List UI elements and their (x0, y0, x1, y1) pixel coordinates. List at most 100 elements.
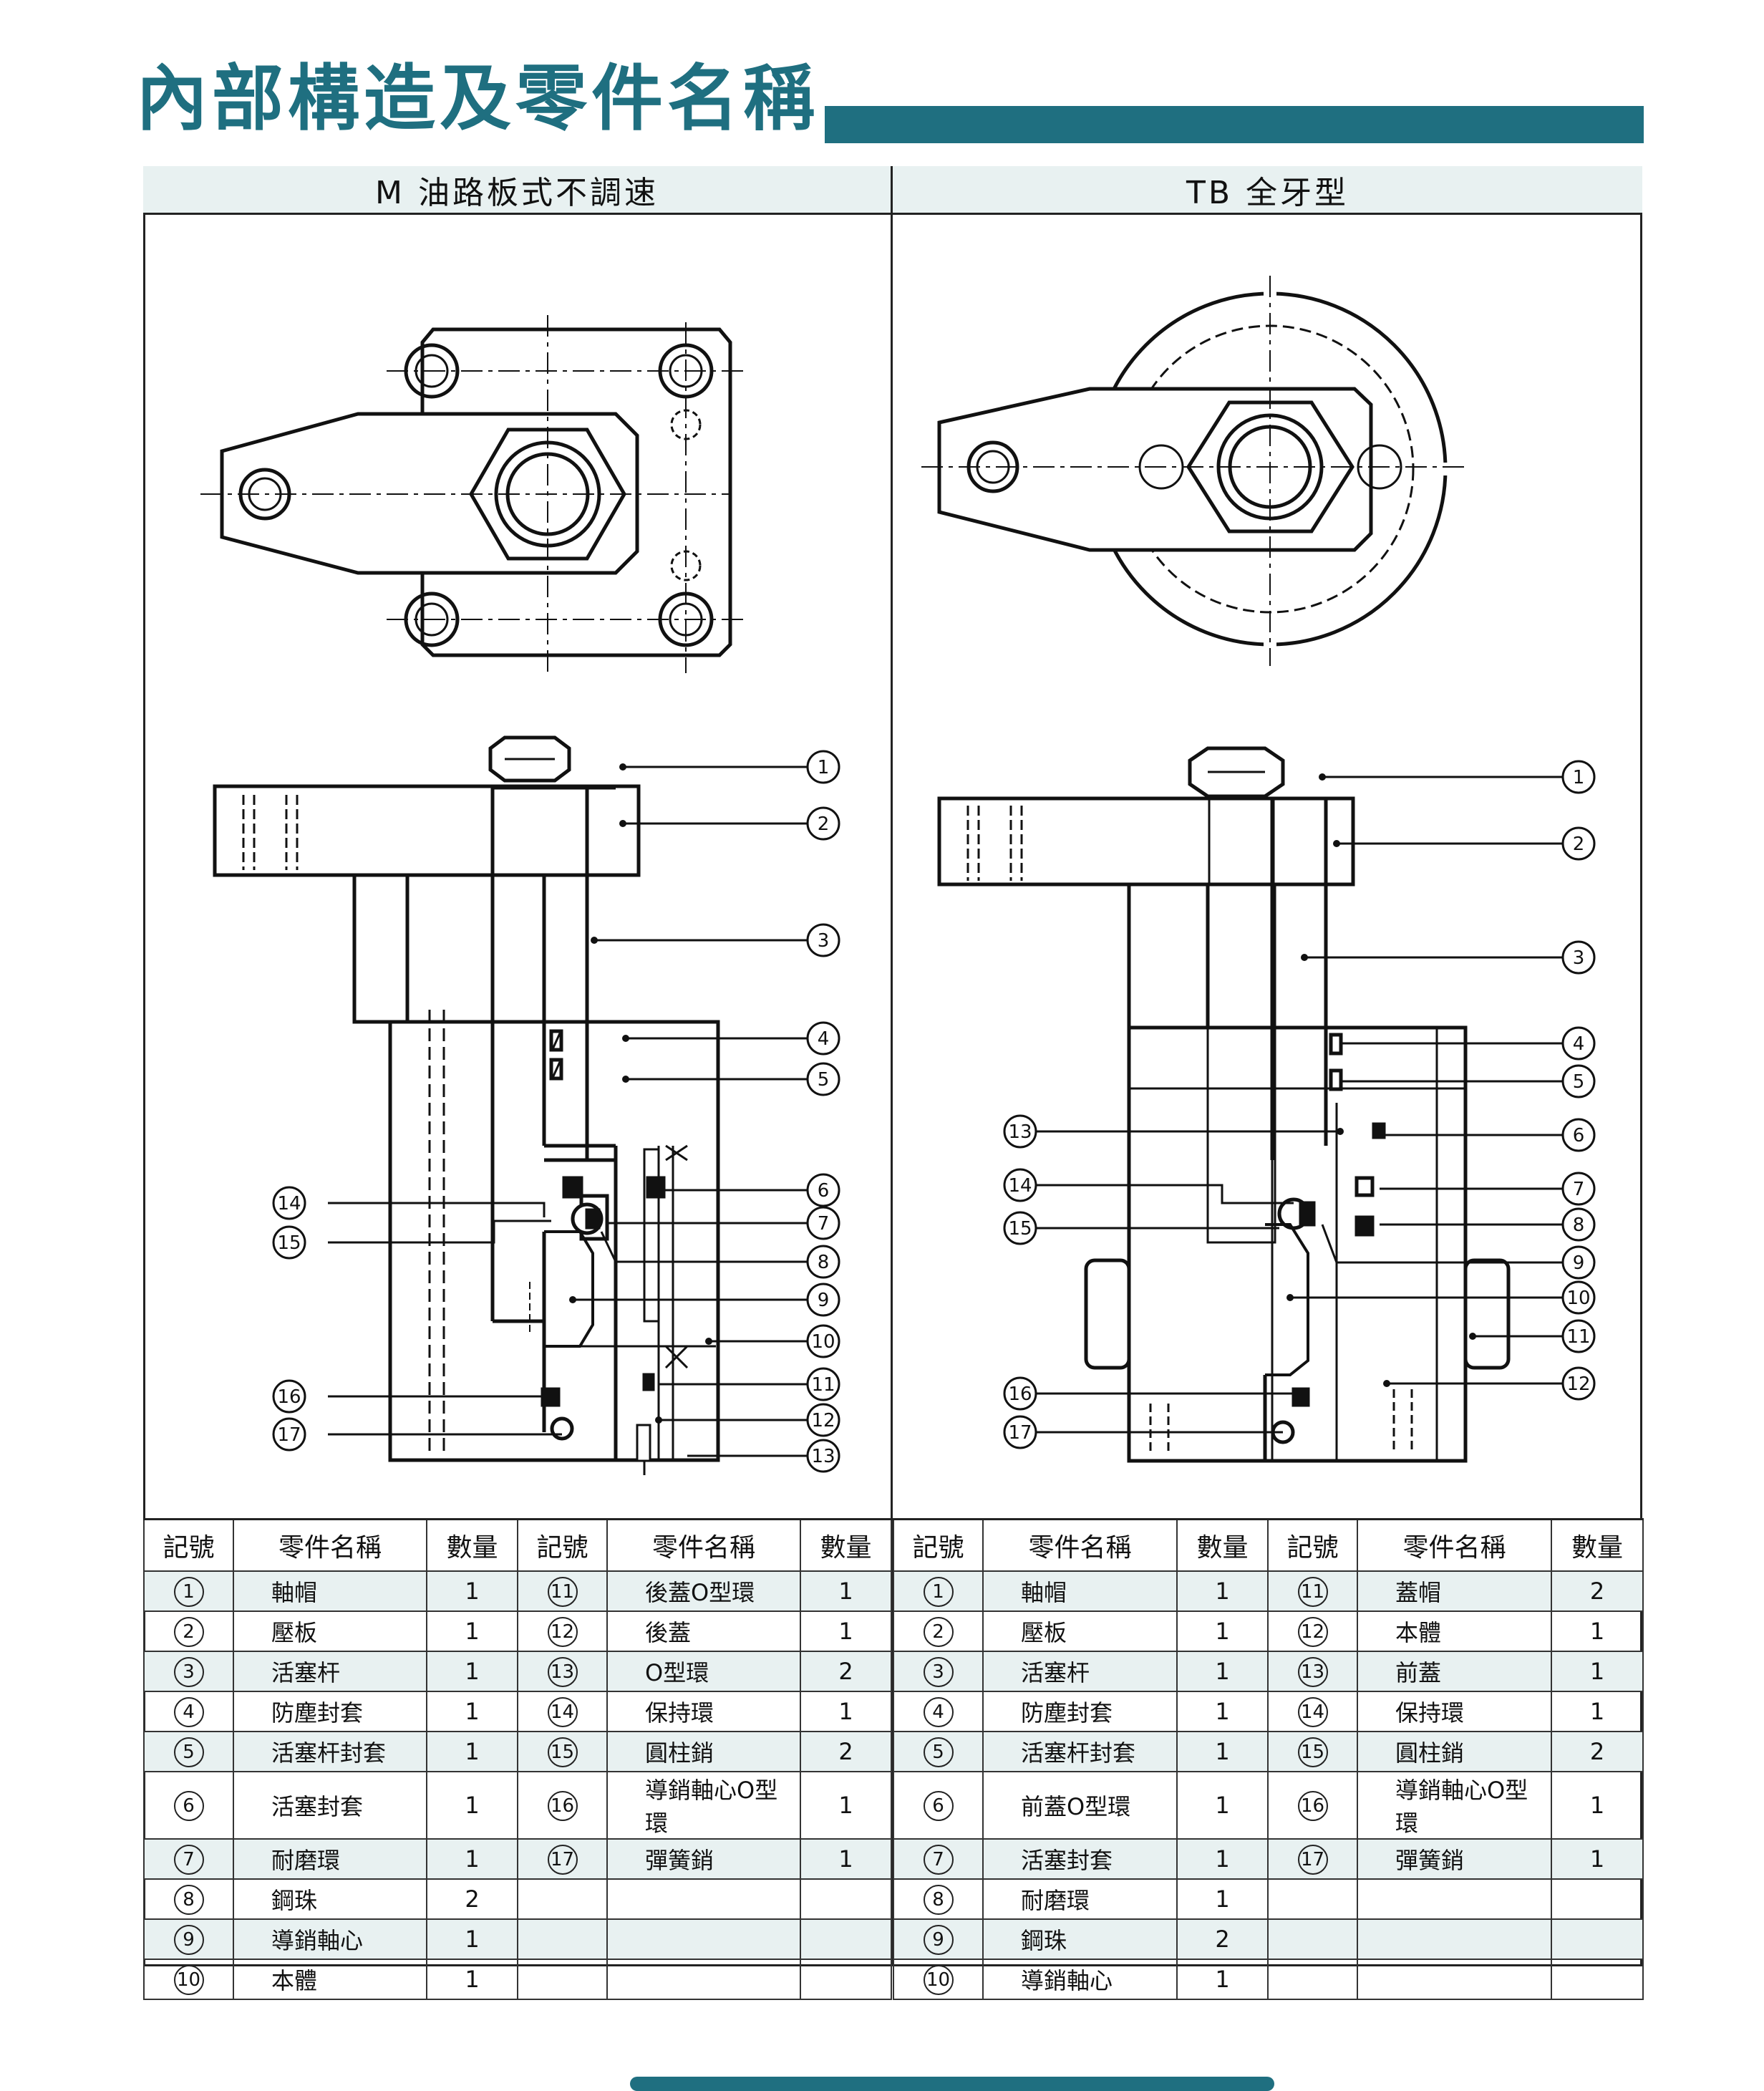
left-callout-16: 16 (277, 1386, 301, 1408)
part-qty: 1 (426, 1918, 518, 1960)
col-qty: 數量 (1551, 1518, 1644, 1572)
left-callout-2: 2 (818, 813, 830, 835)
part-number: 3 (923, 1656, 954, 1687)
part-number: 10 (173, 1964, 204, 1995)
right-panel-header: TB 全牙型 (893, 166, 1642, 215)
part-name: 本體 (1357, 1610, 1552, 1652)
col-part-name: 零件名稱 (1357, 1518, 1552, 1572)
part-number: 1 (923, 1576, 954, 1607)
part-number: 8 (173, 1884, 204, 1915)
left-section-view (213, 735, 720, 1475)
right-diagram: 1 2 3 4 5 6 7 8 9 10 11 12 13 14 15 16 1… (921, 276, 1596, 1463)
left-panel-header: M 油路板式不調速 (143, 166, 891, 215)
part-number: 14 (547, 1696, 578, 1727)
part-name: 活塞封套 (233, 1771, 427, 1840)
part-name: 彈簧銷 (1357, 1838, 1552, 1880)
part-qty: 1 (426, 1651, 518, 1692)
right-section-view (937, 746, 1511, 1463)
part-number: 8 (923, 1884, 954, 1915)
part-number: 17 (1297, 1844, 1328, 1875)
left-diagram: 1 2 3 4 5 6 7 8 9 10 11 12 13 14 15 16 1… (200, 315, 840, 1475)
part-number: 15 (1297, 1737, 1328, 1767)
part-qty: 2 (1176, 1918, 1269, 1960)
part-name: 彈簧銷 (606, 1838, 801, 1880)
part-name: O型環 (606, 1651, 801, 1692)
part-qty: 1 (426, 1691, 518, 1732)
right-callouts (1003, 760, 1596, 1449)
part-name: 導銷軸心O型環 (606, 1771, 801, 1840)
right-callout-17: 17 (1008, 1422, 1032, 1444)
left-callout-12: 12 (811, 1410, 835, 1431)
right-callout-16: 16 (1008, 1383, 1032, 1405)
part-qty: 1 (426, 1771, 518, 1840)
part-number: 4 (173, 1696, 204, 1727)
part-qty: 2 (1551, 1570, 1644, 1612)
title-bar (825, 106, 1644, 143)
left-callout-8: 8 (818, 1252, 830, 1273)
panel-divider (891, 166, 893, 1966)
part-number: 11 (547, 1576, 578, 1607)
part-qty: 1 (800, 1610, 892, 1652)
part-qty: 2 (800, 1651, 892, 1692)
part-number: 3 (173, 1656, 204, 1687)
right-callout-2: 2 (1573, 834, 1585, 855)
part-qty: 2 (426, 1878, 518, 1920)
right-callout-12: 12 (1566, 1373, 1590, 1395)
part-qty: 1 (1551, 1651, 1644, 1692)
right-callout-3: 3 (1573, 947, 1585, 969)
left-callout-15: 15 (277, 1232, 301, 1254)
part-qty: 1 (426, 1610, 518, 1652)
part-name: 防塵封套 (233, 1691, 427, 1732)
right-callout-8: 8 (1573, 1214, 1585, 1236)
part-name: 導銷軸心O型環 (1357, 1771, 1552, 1840)
part-name: 保持環 (606, 1691, 801, 1732)
part-name: 活塞杆 (982, 1651, 1178, 1692)
part-name: 導銷軸心 (982, 1959, 1178, 2000)
left-callout-14: 14 (277, 1193, 301, 1214)
part-name: 活塞杆封套 (233, 1731, 427, 1772)
right-callout-9: 9 (1573, 1252, 1585, 1274)
part-number: 5 (923, 1737, 954, 1767)
left-callouts (272, 750, 840, 1473)
part-qty: 2 (1551, 1731, 1644, 1772)
left-callout-17: 17 (277, 1424, 301, 1446)
part-name: 活塞封套 (982, 1838, 1178, 1880)
part-number: 10 (923, 1964, 954, 1995)
part-name: 活塞杆 (233, 1651, 427, 1692)
part-name: 鋼珠 (233, 1878, 427, 1920)
part-qty: 1 (1176, 1731, 1269, 1772)
part-name: 保持環 (1357, 1691, 1552, 1732)
part-number: 12 (547, 1616, 578, 1647)
col-part-name: 零件名稱 (606, 1518, 801, 1572)
part-name: 前蓋 (1357, 1651, 1552, 1692)
part-name: 活塞杆封套 (982, 1731, 1178, 1772)
part-name: 耐磨環 (982, 1878, 1178, 1920)
part-qty: 1 (1176, 1691, 1269, 1732)
part-number: 15 (547, 1737, 578, 1767)
part-name: 後蓋 (606, 1610, 801, 1652)
right-callout-10: 10 (1566, 1288, 1590, 1309)
part-name: 鋼珠 (982, 1918, 1178, 1960)
part-number: 13 (1297, 1656, 1328, 1687)
part-name: 耐磨環 (233, 1838, 427, 1880)
col-qty: 數量 (426, 1518, 518, 1572)
col-qty: 數量 (800, 1518, 892, 1572)
part-number: 13 (547, 1656, 578, 1687)
